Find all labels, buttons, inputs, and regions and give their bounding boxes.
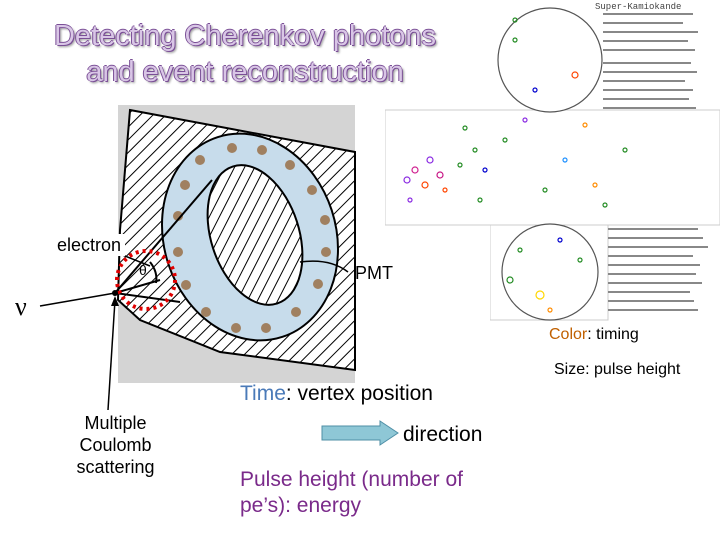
theta-label: θ [139, 262, 147, 278]
vertex-point [112, 290, 118, 296]
pmt-hit [285, 160, 295, 170]
pmt-hit [320, 215, 330, 225]
pmt-hit [195, 155, 205, 165]
direction-label: direction [403, 423, 483, 446]
pmt-pointer [299, 260, 349, 273]
pmt-hit [231, 323, 241, 333]
event-display-lower [490, 223, 708, 321]
slide-title: Detecting Cherenkov photons and event re… [10, 18, 480, 90]
title-line-1: Detecting Cherenkov photons [53, 20, 437, 52]
pmt-hit [291, 307, 301, 317]
timing-word: Color [549, 326, 588, 343]
pmt-hit [173, 247, 183, 257]
mcs-line-1: Multiple [84, 413, 147, 433]
pulse-line-2: pe’s): energy [240, 493, 463, 519]
pmt-hit [173, 211, 183, 221]
neutrino-label: ν [15, 292, 27, 321]
electron-label: electron [53, 234, 126, 256]
neutrino-track [39, 292, 116, 307]
mcs-label: Multiple Coulomb scattering [58, 412, 173, 478]
time-statement: Time: vertex position [240, 381, 433, 407]
pulse-line-1: Pulse height (number of [240, 468, 463, 491]
time-word: Time [240, 382, 286, 405]
mcs-line-2: Coulomb [79, 435, 152, 455]
size-legend: Size: pulse height [554, 361, 681, 378]
pmt-hits [173, 143, 331, 333]
time-text: : vertex position [285, 382, 433, 405]
pulse-height-statement: Pulse height (number of pe’s): energy [240, 467, 463, 519]
event-display-header: Super-Kamiokande [595, 2, 681, 12]
pmt-hit [321, 247, 331, 257]
electron-pointer [119, 253, 151, 267]
pmt-label: PMT [355, 263, 393, 283]
timing-legend: Color: timing [549, 326, 639, 344]
pmt-hit [201, 307, 211, 317]
scattering-marker [115, 249, 177, 311]
pmt-hit [313, 279, 323, 289]
mcs-arrowhead [111, 296, 119, 306]
direction-arrow [321, 420, 399, 446]
pmt-hit [180, 180, 190, 190]
timing-text: : timing [587, 326, 639, 343]
pmt-hit [257, 145, 267, 155]
pmt-hit [307, 185, 317, 195]
mcs-pointer [107, 299, 116, 411]
pmt-hit [227, 143, 237, 153]
pmt-hit [181, 280, 191, 290]
title-line-2: and event reconstruction [86, 56, 404, 88]
pmt-hit [261, 323, 271, 333]
mcs-line-3: scattering [76, 457, 155, 477]
pulse-line-2-text: pe’s): energy [240, 494, 362, 517]
cherenkov-cone [114, 179, 213, 303]
event-display-upper: Super-Kamiokande [385, 2, 720, 226]
